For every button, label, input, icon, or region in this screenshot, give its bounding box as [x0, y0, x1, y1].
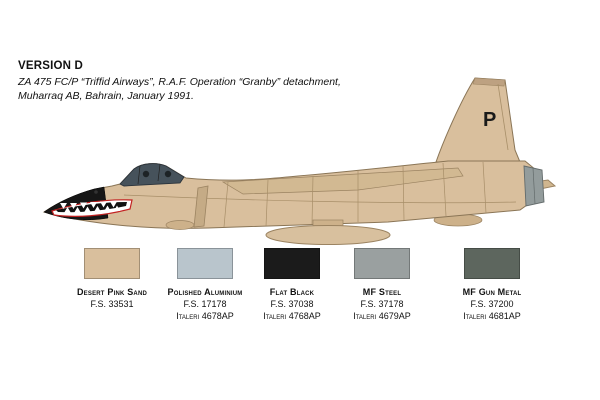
swatch-name: MF Steel [362, 287, 402, 297]
swatch-name: Desert Pink Sand [76, 287, 148, 297]
shark-teeth-upper [60, 201, 117, 209]
swatch-mf-gun-metal: MF Gun Metal F.S. 37200 Italeri 4681AP [444, 248, 540, 322]
navigator-helmet [164, 170, 172, 178]
swatch-fs-code: F.S. 37200 [470, 299, 514, 310]
swatch-italeri-code: Italeri 4768AP [263, 311, 321, 322]
nose-pod [165, 220, 195, 230]
shark-eye [94, 190, 98, 194]
tail-fin [435, 77, 521, 163]
swatch-italeri-code: Italeri 4678AP [176, 311, 234, 322]
engine-intake [193, 185, 209, 228]
swatch-polished-aluminium: Polished Aluminium F.S. 17178 Italeri 46… [157, 248, 253, 322]
swatch-mf-steel: MF Steel F.S. 37178 Italeri 4679AP [334, 248, 430, 322]
aircraft-description-line1: ZA 475 FC/P “Triffid Airways”, R.A.F. Op… [18, 76, 341, 88]
color-swatch [264, 248, 320, 279]
pilot-helmet [142, 170, 150, 178]
version-header: VERSION D ZA 475 FC/P “Triffid Airways”,… [18, 60, 378, 103]
canopy [119, 163, 185, 187]
swatch-flat-black: Flat Black F.S. 37038 Italeri 4768AP [244, 248, 340, 322]
rudder-line [497, 83, 509, 151]
color-guide: Desert Pink Sand F.S. 33531 Polished Alu… [0, 248, 600, 358]
swatch-fs-code: F.S. 17178 [183, 299, 227, 310]
version-title: VERSION D [18, 60, 84, 72]
canopy-frame [137, 165, 141, 185]
shark-mouth-opening [56, 202, 127, 213]
aircraft-illustration: P [42, 77, 557, 245]
swatch-fs-code: F.S. 33531 [90, 299, 134, 310]
swatch-fs-code: F.S. 37038 [270, 299, 314, 310]
color-swatch [354, 248, 410, 279]
color-swatch [464, 248, 520, 279]
color-swatch [177, 248, 233, 279]
swatch-name: MF Gun Metal [462, 287, 522, 297]
tail-code-letter: P [483, 109, 496, 131]
swatch-name: Flat Black [269, 287, 315, 297]
swatch-desert-pink-sand: Desert Pink Sand F.S. 33531 [64, 248, 160, 310]
nozzle-split-line [532, 167, 536, 205]
color-swatch [84, 248, 140, 279]
aircraft-description-line2: Muharraq AB, Bahrain, January 1991. [18, 90, 194, 103]
drop-tank [265, 225, 391, 245]
swatch-name: Polished Aluminium [167, 287, 243, 297]
fin-tip [472, 77, 506, 87]
canopy-frame [157, 164, 161, 182]
panel-lines [123, 161, 517, 228]
swatch-fs-code: F.S. 37178 [360, 299, 404, 310]
swatch-italeri-code: Italeri 4679AP [353, 311, 411, 322]
swatch-italeri-code: Italeri 4681AP [463, 311, 521, 322]
shark-teeth-lower [64, 205, 120, 213]
